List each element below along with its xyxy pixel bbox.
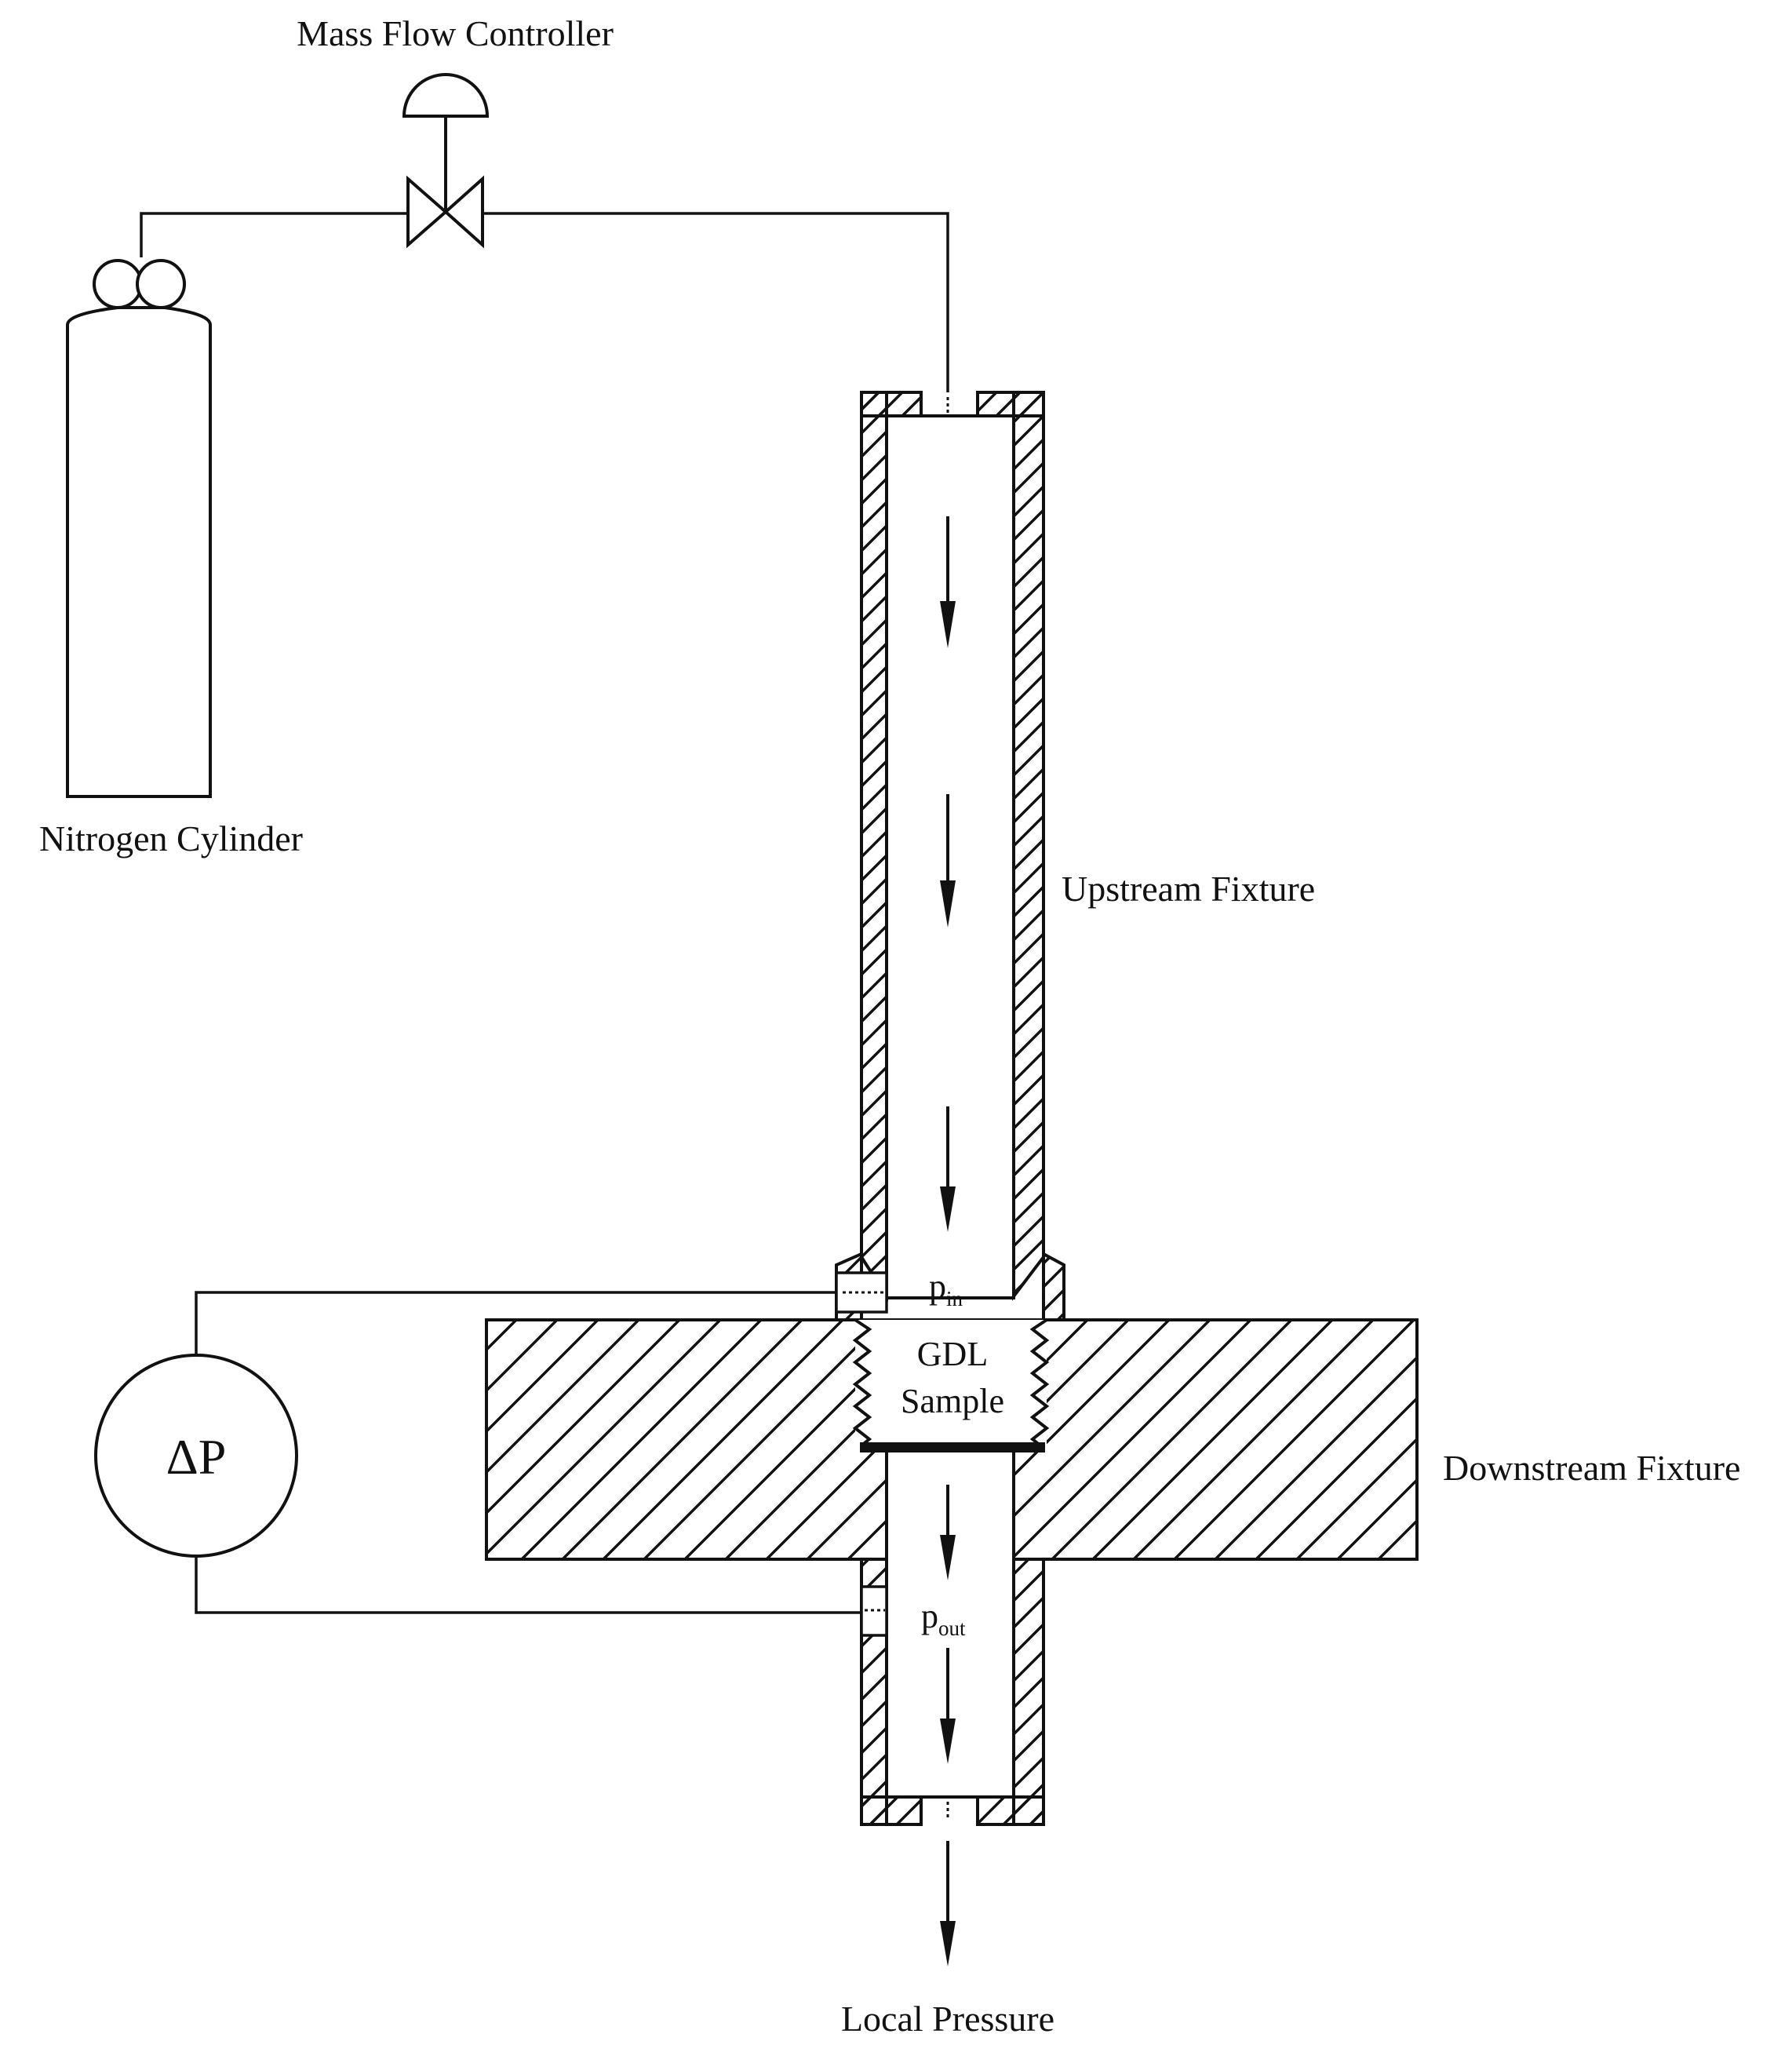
pressure-tap-inlet	[835, 1271, 888, 1314]
delta-p-label: ΔP	[166, 1429, 227, 1485]
flow-arrow-down-icon	[940, 1485, 956, 1580]
nitrogen-cylinder-label: Nitrogen Cylinder	[39, 818, 303, 858]
downstream-fixture-label: Downstream Fixture	[1443, 1448, 1740, 1488]
upstream-fixture-label: Upstream Fixture	[1062, 869, 1315, 909]
p-in-label: pin	[929, 1267, 963, 1310]
flow-arrow-down-icon	[940, 1648, 956, 1764]
p-out-subscript: out	[938, 1617, 966, 1640]
p-in-main: p	[929, 1267, 946, 1306]
p-out-main: p	[921, 1597, 938, 1635]
local-pressure-label: Local Pressure	[841, 1999, 1054, 2039]
nitrogen-cylinder-icon	[66, 259, 212, 798]
differential-pressure-gauge-icon	[94, 1354, 298, 1558]
flow-arrow-down-icon	[940, 516, 956, 648]
supply-pipe	[140, 212, 949, 392]
flow-arrows	[940, 516, 956, 1966]
upstream-fixture	[835, 391, 1065, 1321]
gdl-label: GDL	[917, 1335, 988, 1373]
flow-arrow-down-icon	[940, 1106, 956, 1232]
gdl-sample-membrane	[860, 1442, 1045, 1452]
mass-flow-controller-valve-icon	[402, 73, 490, 249]
sample-label: Sample	[901, 1382, 1004, 1420]
mass-flow-controller-label: Mass Flow Controller	[297, 13, 614, 53]
flow-arrow-down-icon	[940, 1841, 956, 1966]
gauge-lines	[195, 1291, 861, 1614]
pressure-tap-outlet	[860, 1585, 888, 1637]
p-in-subscript: in	[946, 1287, 963, 1310]
p-out-label: pout	[921, 1597, 966, 1640]
flow-arrow-down-icon	[940, 794, 956, 928]
